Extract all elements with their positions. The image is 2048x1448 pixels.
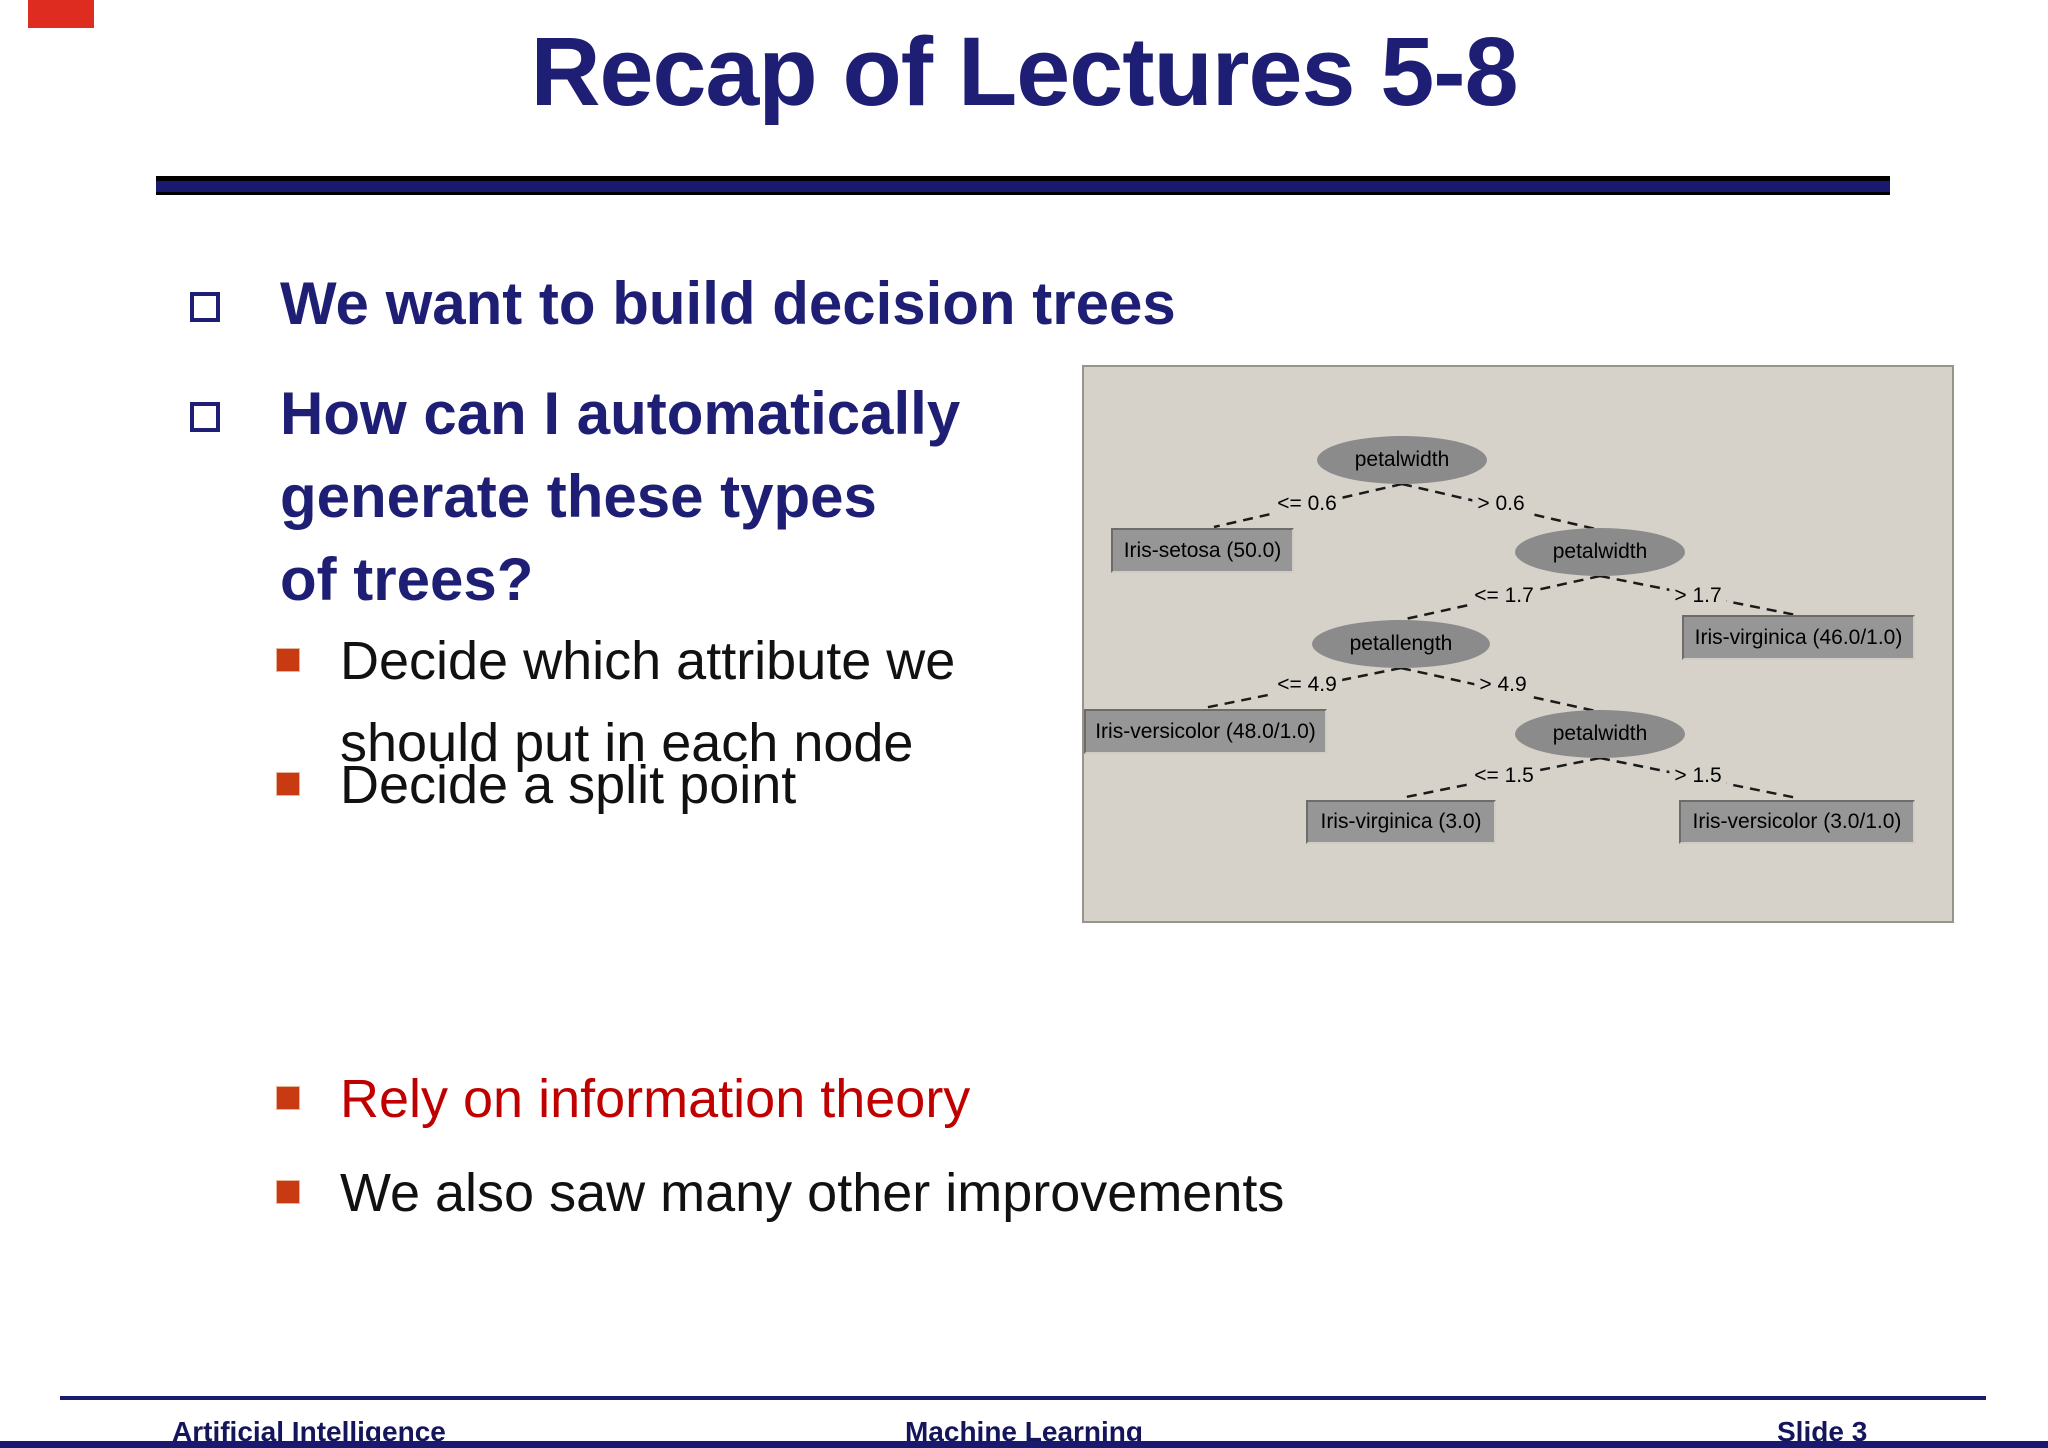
bullet-square-filled — [276, 1086, 300, 1110]
bullet-text-build-trees: We want to build decision trees — [280, 270, 1176, 337]
edge-label: <= 1.5 — [1469, 763, 1539, 789]
tree-leaf-virginica3: Iris-virginica (3.0) — [1306, 800, 1496, 844]
tree-leaf-setosa: Iris-setosa (50.0) — [1111, 528, 1294, 573]
title-divider — [156, 176, 1890, 195]
bullet-square-filled — [276, 1180, 300, 1204]
tree-edge-lines — [1203, 482, 1798, 800]
edge-label: <= 0.6 — [1272, 491, 1342, 517]
bullet-text-how-line1: How can I automatically — [280, 380, 961, 447]
subbullet-text-attribute-line2: should put in each node — [340, 713, 914, 773]
subbullet-text-attribute-line1: Decide which attribute we — [340, 631, 956, 691]
bullet-square-hollow — [190, 292, 220, 322]
subbullet-text-split-point: Decide a split point — [340, 755, 797, 815]
tree-node-root: petalwidth — [1317, 436, 1487, 484]
edge-label: > 1.5 — [1669, 763, 1727, 789]
edge-label: > 0.6 — [1472, 491, 1530, 517]
bullet-square-filled — [276, 648, 300, 672]
bullet-square-filled — [276, 772, 300, 796]
footer-divider — [60, 1396, 1986, 1400]
tree-leaf-versicolor48: Iris-versicolor (48.0/1.0) — [1084, 709, 1327, 754]
tree-node-level4: petalwidth — [1515, 710, 1685, 758]
edge-label: <= 1.7 — [1469, 583, 1539, 609]
tree-leaf-virginica46: Iris-virginica (46.0/1.0) — [1682, 615, 1915, 660]
edge-label: <= 4.9 — [1272, 672, 1342, 698]
tree-node-level2: petalwidth — [1515, 528, 1685, 576]
tree-leaf-versicolor31: Iris-versicolor (3.0/1.0) — [1679, 800, 1915, 844]
decision-tree-image: <= 0.6 > 0.6 <= 1.7 > 1.7 <= 4.9 > 4.9 <… — [1082, 365, 1954, 923]
red-corner-mark — [28, 0, 94, 28]
bottom-accent-bar — [0, 1441, 2048, 1448]
subbullet-text-improvements: We also saw many other improvements — [340, 1163, 1285, 1223]
edge-label: > 1.7 — [1669, 583, 1727, 609]
subbullet-text-information-theory: Rely on information theory — [340, 1069, 971, 1129]
bullet-text-how-line3: of trees? — [280, 546, 534, 613]
bullet-square-hollow — [190, 402, 220, 432]
bullet-text-how-line2: generate these types — [280, 463, 877, 530]
tree-node-level3: petallength — [1312, 620, 1490, 668]
slide-title: Recap of Lectures 5-8 — [530, 17, 1518, 126]
edge-label: > 4.9 — [1474, 672, 1532, 698]
